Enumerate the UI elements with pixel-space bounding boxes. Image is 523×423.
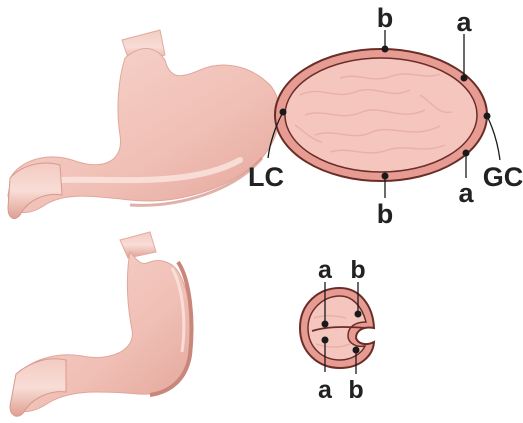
label-lesser-curvature: LC	[248, 162, 284, 192]
label-folded-b-bottom: b	[348, 376, 363, 404]
label-folded-b-top: b	[350, 256, 365, 284]
cross-section-folded	[300, 282, 374, 374]
label-folded-a-bottom: a	[318, 376, 333, 404]
label-b-top: b	[377, 3, 394, 33]
label-a-top: a	[456, 7, 472, 37]
label-a-bottom: a	[458, 178, 474, 208]
cross-section-oval	[268, 30, 500, 198]
stomach-illustration-folded	[10, 232, 192, 416]
stomach-illustration-full	[8, 30, 280, 219]
label-greater-curvature: GC	[483, 162, 523, 192]
label-b-bottom: b	[377, 199, 394, 229]
label-folded-a-top: a	[318, 256, 333, 284]
